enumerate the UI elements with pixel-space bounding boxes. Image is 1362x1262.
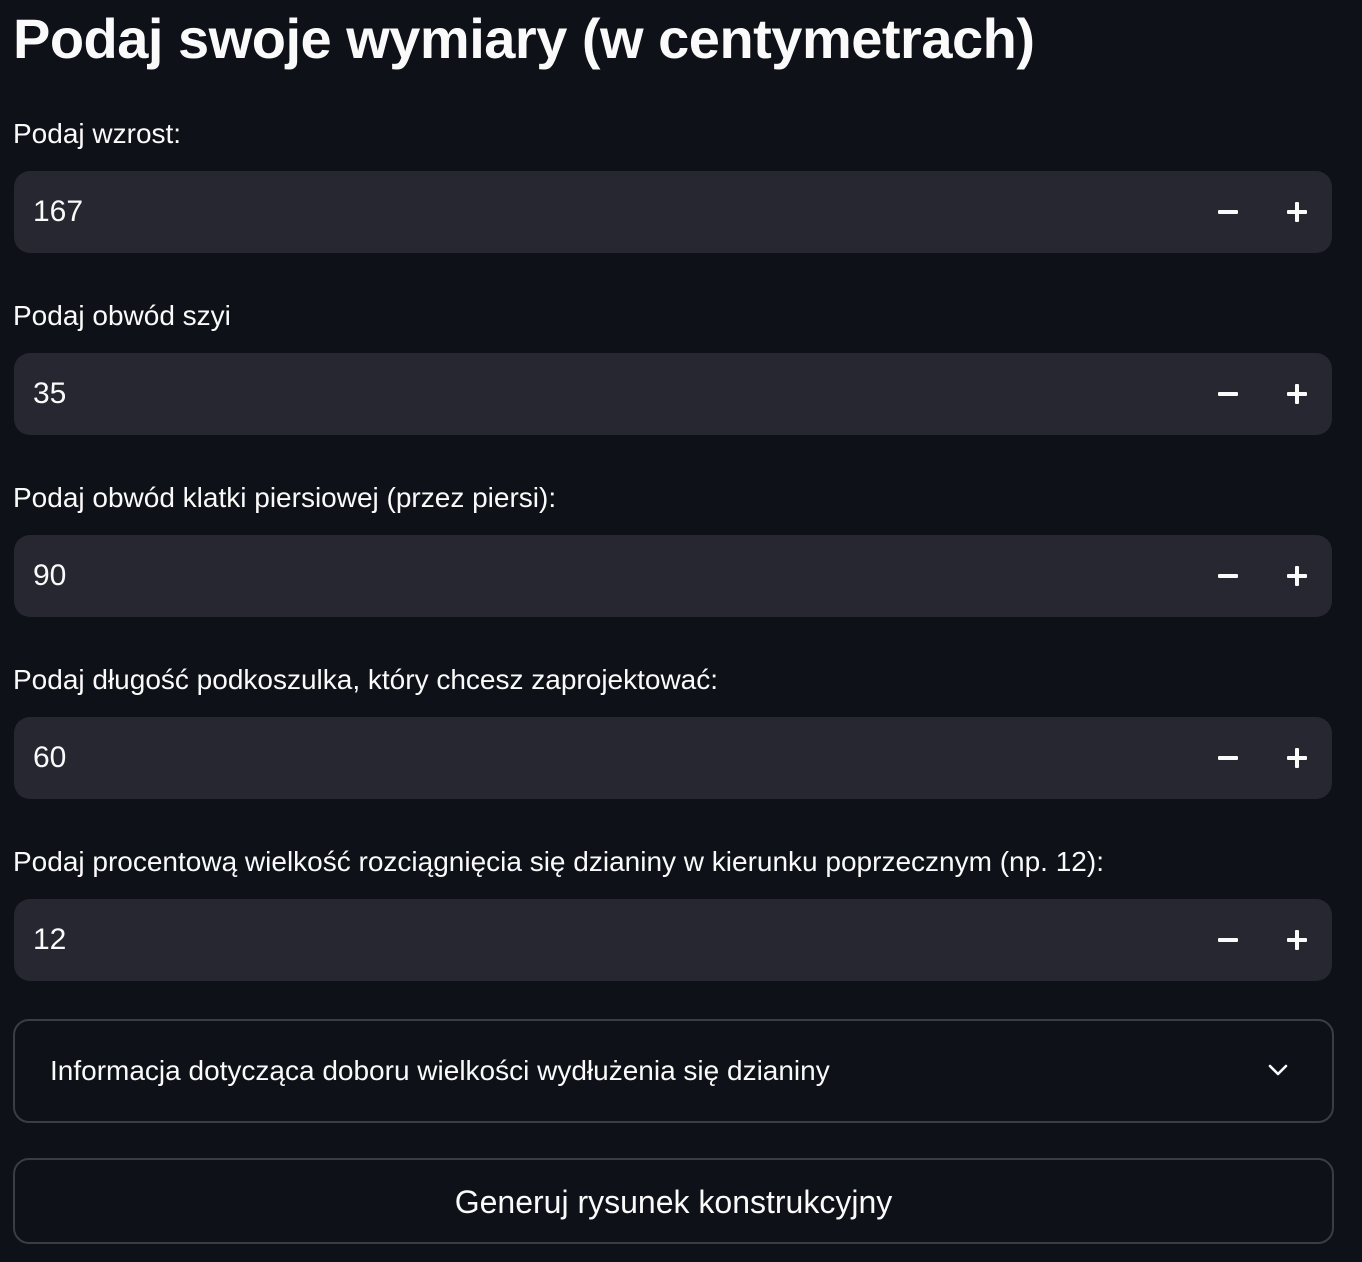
expander-label: Informacja dotycząca doboru wielkości wy… (50, 1055, 830, 1086)
neck-circumference-decrement-button[interactable] (1198, 364, 1258, 424)
generate-drawing-button[interactable]: Generuj rysunek konstrukcyjny (13, 1158, 1334, 1244)
plus-icon (1287, 566, 1307, 586)
shirt-length-increment-button[interactable] (1267, 728, 1327, 788)
minus-icon (1218, 574, 1238, 578)
plus-icon (1287, 748, 1307, 768)
minus-icon (1218, 392, 1238, 396)
fabric-stretch-decrement-button[interactable] (1198, 910, 1258, 970)
neck-circumference-value[interactable]: 35 (33, 377, 67, 410)
height-label: Podaj wzrost: (13, 118, 182, 149)
chest-circumference-increment-button[interactable] (1267, 546, 1327, 606)
shirt-length-input[interactable]: 60 (14, 717, 1332, 799)
fabric-stretch-increment-button[interactable] (1267, 910, 1327, 970)
fabric-stretch-input[interactable]: 12 (14, 899, 1332, 981)
fabric-stretch-label: Podaj procentową wielkość rozciągnięcia … (13, 846, 1104, 877)
chest-circumference-label: Podaj obwód klatki piersiowej (przez pie… (13, 482, 557, 513)
plus-icon (1287, 202, 1307, 222)
minus-icon (1218, 938, 1238, 942)
shirt-length-decrement-button[interactable] (1198, 728, 1258, 788)
chest-circumference-decrement-button[interactable] (1198, 546, 1258, 606)
minus-icon (1218, 210, 1238, 214)
fabric-stretch-value[interactable]: 12 (33, 923, 67, 956)
shirt-length-value[interactable]: 60 (33, 741, 67, 774)
plus-icon (1287, 930, 1307, 950)
chest-circumference-value[interactable]: 90 (33, 559, 67, 592)
neck-circumference-input[interactable]: 35 (14, 353, 1332, 435)
height-input[interactable]: 167 (14, 171, 1332, 253)
chest-circumference-input[interactable]: 90 (14, 535, 1332, 617)
page-title: Podaj swoje wymiary (w centymetrach) (13, 7, 1035, 70)
shirt-length-label: Podaj długość podkoszulka, który chcesz … (13, 664, 719, 695)
height-increment-button[interactable] (1267, 182, 1327, 242)
chevron-down-icon (1268, 1064, 1288, 1076)
neck-circumference-label: Podaj obwód szyi (13, 300, 231, 331)
plus-icon (1287, 384, 1307, 404)
stretch-info-expander[interactable]: Informacja dotycząca doboru wielkości wy… (13, 1019, 1334, 1123)
neck-circumference-increment-button[interactable] (1267, 364, 1327, 424)
height-value[interactable]: 167 (33, 195, 84, 228)
minus-icon (1218, 756, 1238, 760)
height-decrement-button[interactable] (1198, 182, 1258, 242)
